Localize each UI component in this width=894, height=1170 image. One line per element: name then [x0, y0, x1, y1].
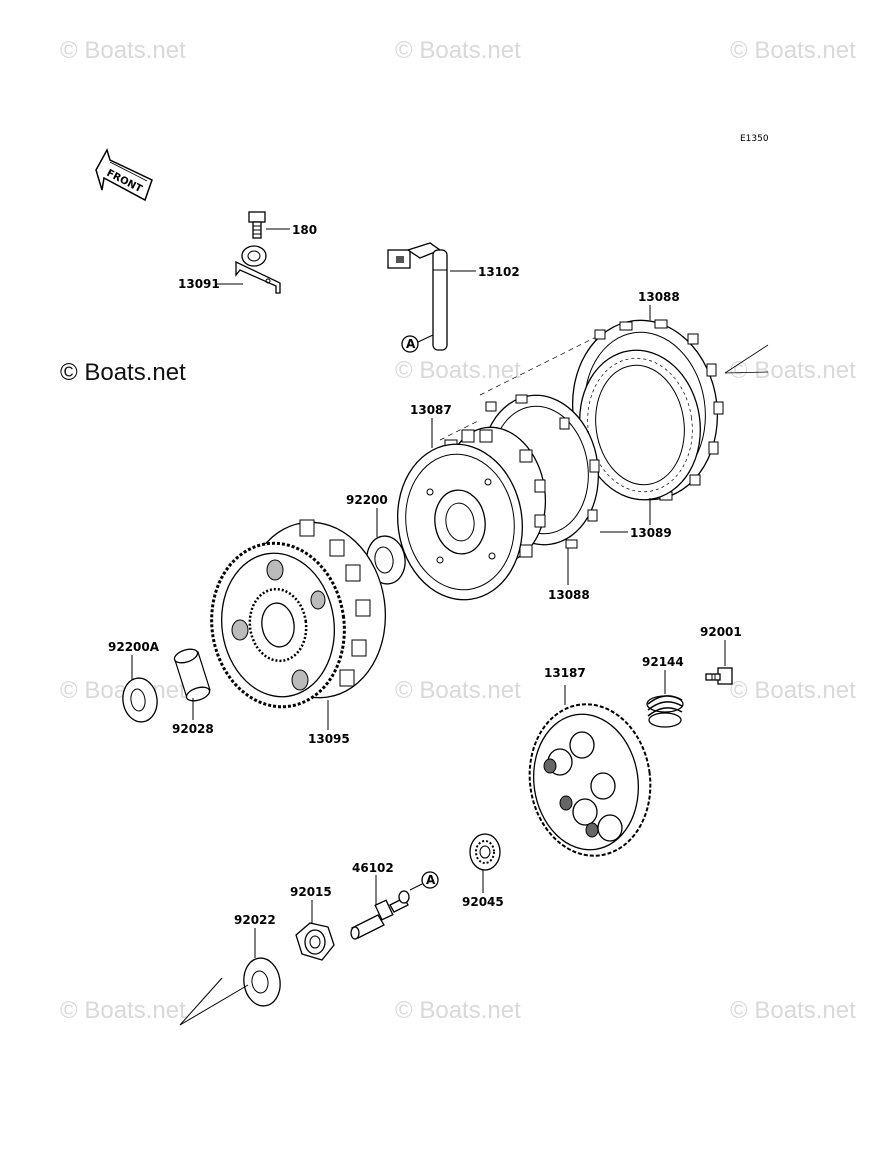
guide-line [724, 344, 769, 374]
clutch-hub-13087-icon [397, 426, 547, 601]
label-13102: 13102 [478, 265, 520, 279]
label-92045: 92045 [462, 895, 504, 909]
ref-a-marker-bottom: A [421, 871, 439, 889]
label-13095: 13095 [308, 732, 350, 746]
svg-text:A: A [406, 337, 416, 351]
washer-92200a-icon [122, 655, 158, 723]
label-13088-bottom: 13088 [548, 588, 590, 602]
svg-text:A: A [426, 873, 436, 887]
watermark: © Boats.net [60, 997, 186, 1024]
label-46102: 46102 [352, 861, 394, 875]
front-arrow-icon: FRONT [95, 148, 153, 202]
label-92200: 92200 [346, 493, 388, 507]
watermark: © Boats.net [730, 997, 856, 1024]
watermark-dark: © Boats.net [60, 359, 186, 386]
nut-92015-icon [295, 900, 335, 961]
label-92028: 92028 [172, 722, 214, 736]
watermark: © Boats.net [730, 677, 856, 704]
label-13091: 13091 [178, 277, 220, 291]
spring-92144-icon [646, 670, 684, 728]
bushing-92028-icon [173, 648, 211, 720]
label-13087: 13087 [410, 403, 452, 417]
label-92015: 92015 [290, 885, 332, 899]
label-92200a: 92200A [108, 640, 160, 654]
label-180: 180 [292, 223, 317, 237]
watermark: © Boats.net [395, 357, 521, 384]
label-92001: 92001 [700, 625, 742, 639]
guide-line [439, 419, 481, 441]
watermark: © Boats.net [395, 677, 521, 704]
push-rod-46102-icon [350, 875, 423, 940]
bolt-180-icon [248, 211, 290, 239]
clutch-housing-13095-icon [210, 519, 387, 730]
watermark: © Boats.net [395, 37, 521, 64]
watermark: © Boats.net [730, 37, 856, 64]
pressure-plate-13187-icon [528, 685, 652, 857]
diagram-code: E1350 [740, 134, 769, 144]
shaft-13102-icon [387, 242, 476, 351]
guide-line [724, 371, 769, 374]
label-13187: 13187 [544, 666, 586, 680]
label-13088-top: 13088 [638, 290, 680, 304]
bearing-92045-icon [469, 833, 501, 893]
watermark: © Boats.net [60, 37, 186, 64]
watermark: © Boats.net [395, 997, 521, 1024]
label-92022: 92022 [234, 913, 276, 927]
ref-a-marker-top: A [401, 334, 434, 353]
steel-plate-13089-icon [579, 349, 701, 501]
label-13089: 13089 [630, 526, 672, 540]
watermarks: © Boats.net © Boats.net © Boats.net © Bo… [60, 37, 856, 1024]
washer-92022-icon [179, 928, 281, 1026]
guide-line [479, 334, 601, 396]
screw-92001-icon [705, 640, 733, 685]
clamp-13091-icon [216, 245, 281, 294]
label-92144: 92144 [642, 655, 684, 669]
watermark: © Boats.net [730, 357, 856, 384]
